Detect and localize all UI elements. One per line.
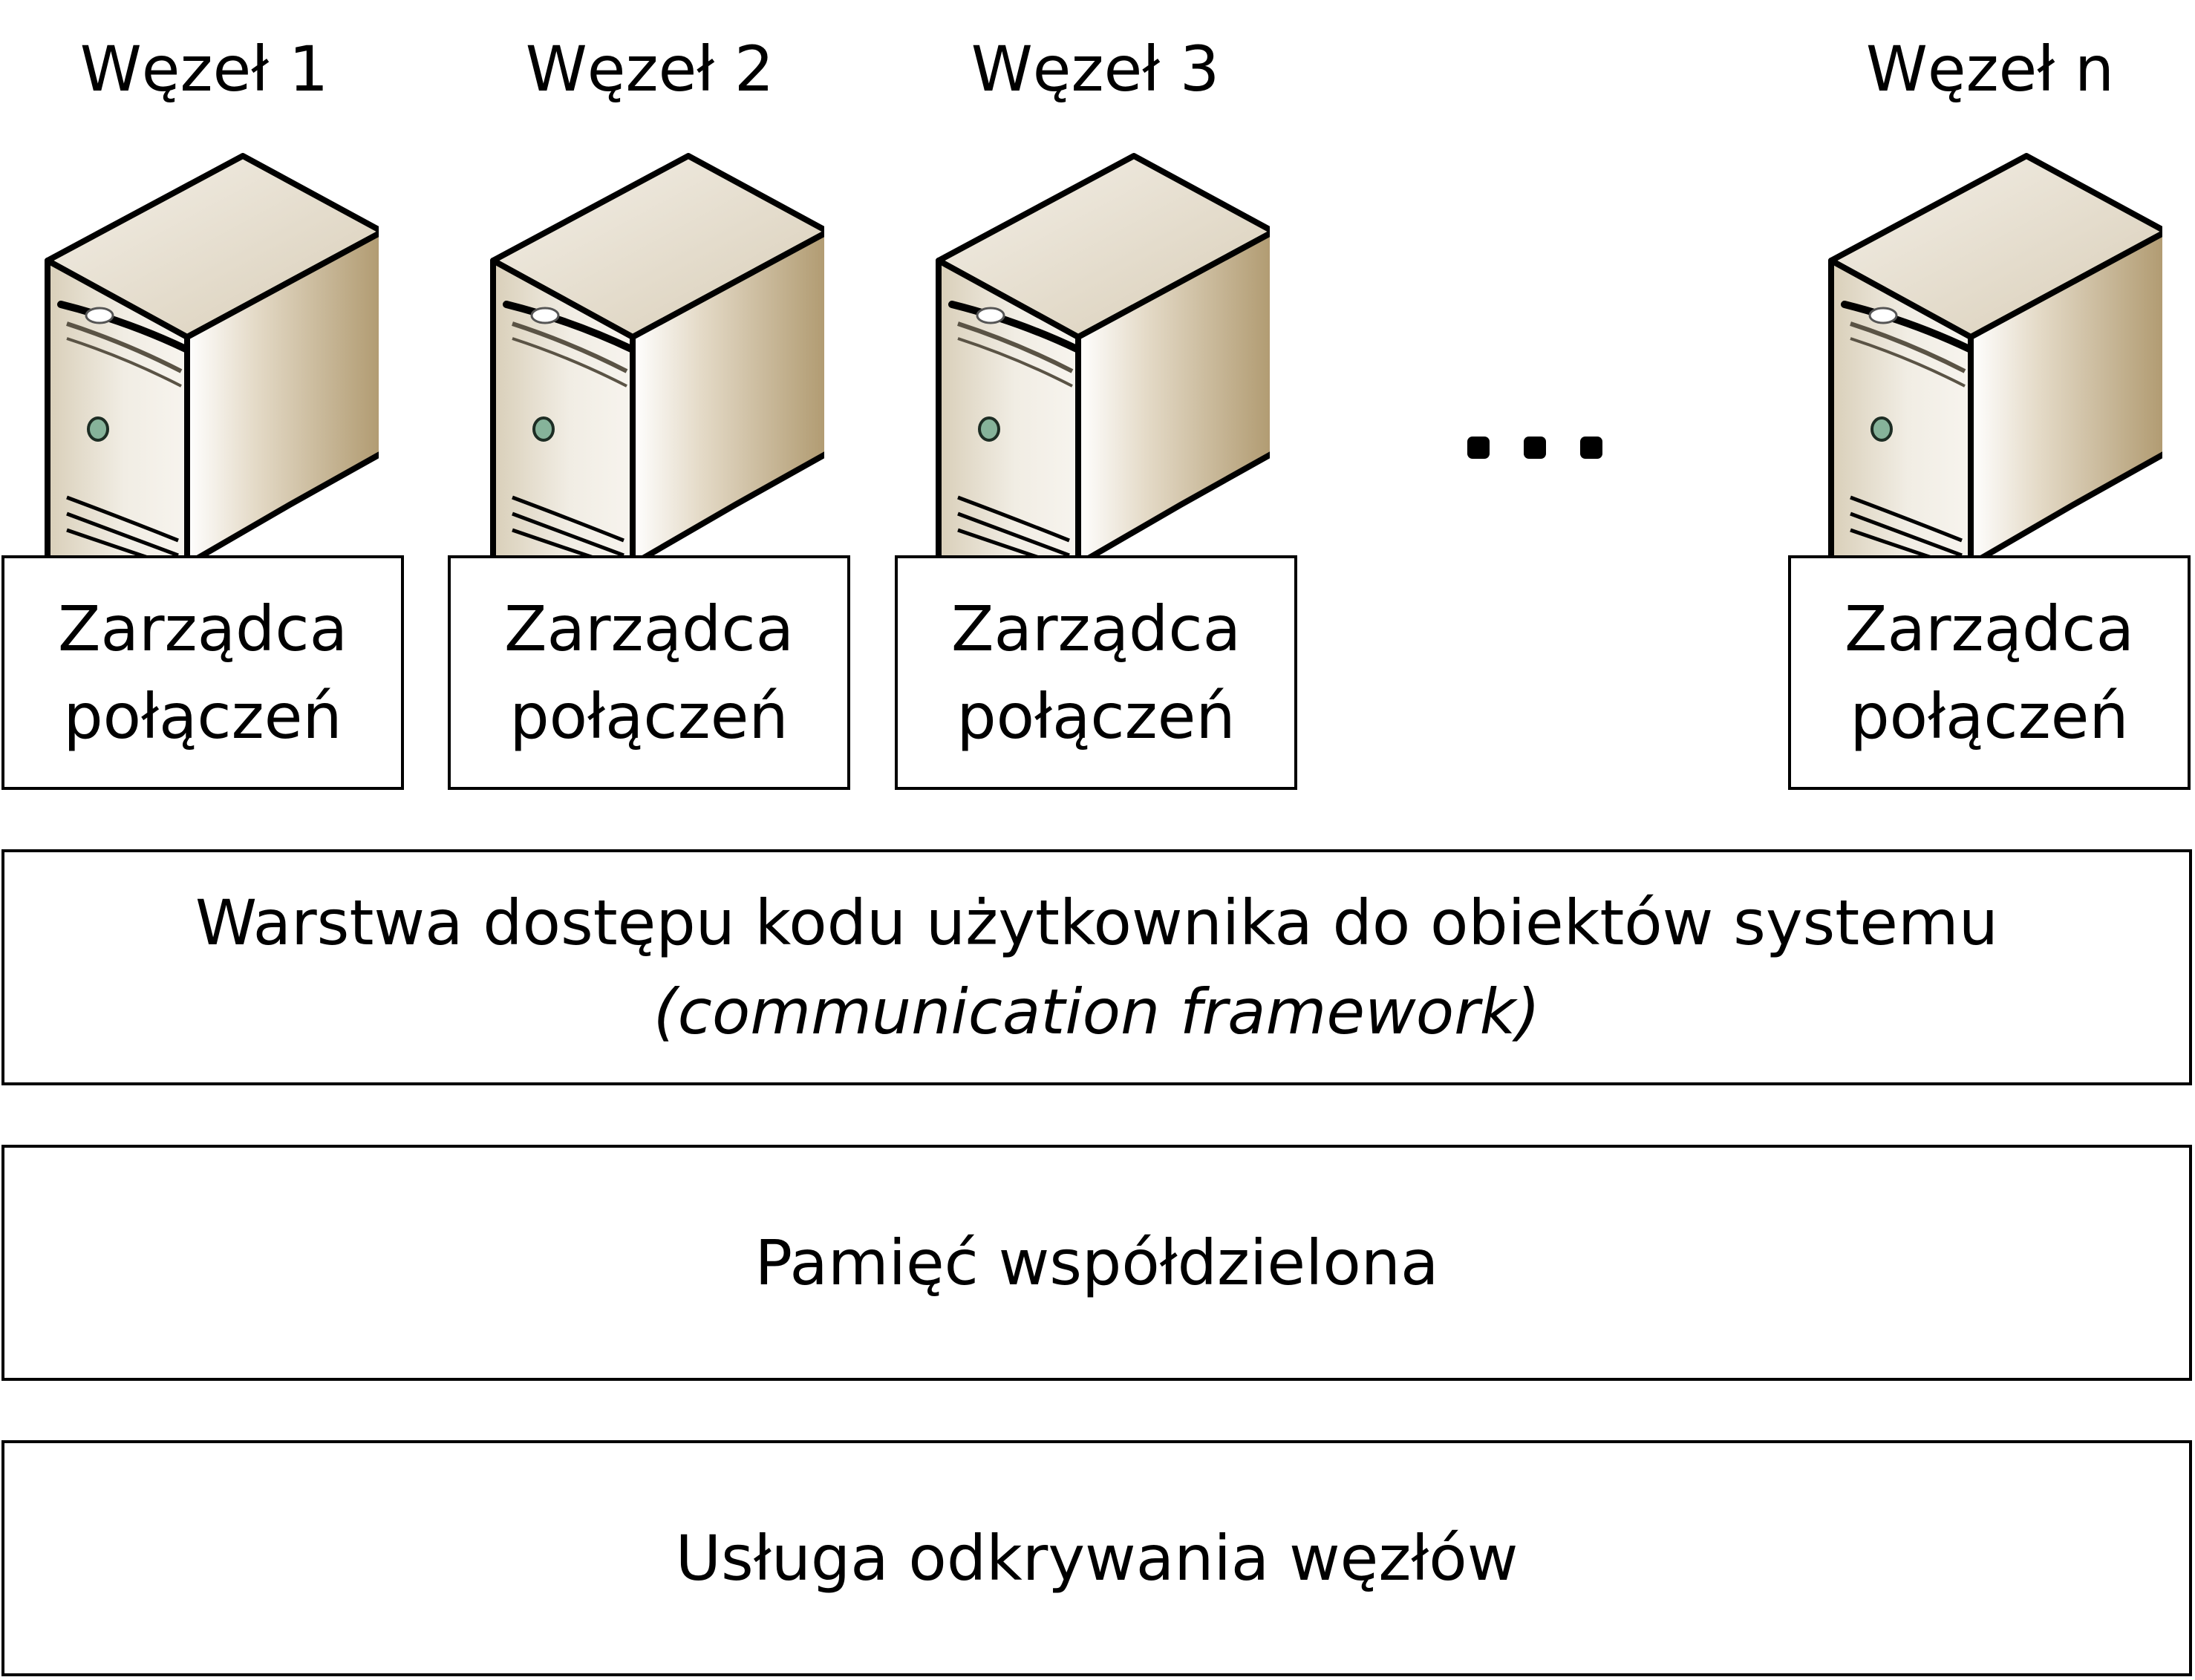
shared-memory-label: Pamięć współdzielona (754, 1226, 1439, 1299)
node-2-title: Węzeł 2 (525, 33, 774, 105)
ellipsis-dot (1467, 437, 1490, 459)
ellipsis-dot (1580, 437, 1602, 459)
server-2-icon (490, 148, 824, 564)
connection-manager-n-line1: Zarządca (1844, 592, 2135, 665)
connection-manager-1-line1: Zarządca (57, 592, 348, 665)
node-n-title: Węzeł n (1865, 33, 2115, 105)
more-nodes-ellipsis (1455, 431, 1619, 468)
connection-manager-2: Zarządca połączeń (448, 555, 850, 790)
server-1-icon (45, 148, 379, 564)
node-discovery-label: Usługa odkrywania węzłów (675, 1522, 1519, 1595)
node-1-title: Węzeł 1 (79, 33, 329, 105)
access-layer-subtitle: (communication framework) (653, 975, 1541, 1048)
connection-manager-1: Zarządca połączeń (1, 555, 404, 790)
connection-manager-1-line2: połączeń (63, 680, 342, 753)
connection-manager-3-line1: Zarządca (950, 592, 1242, 665)
shared-memory-layer: Pamięć współdzielona (1, 1145, 2192, 1381)
ellipsis-dot (1524, 437, 1546, 459)
server-n-icon (1828, 148, 2162, 564)
connection-manager-n: Zarządca połączeń (1788, 555, 2191, 790)
node-discovery-layer: Usługa odkrywania węzłów (1, 1440, 2192, 1676)
connection-manager-2-line2: połączeń (509, 680, 789, 753)
connection-manager-3: Zarządca połączeń (895, 555, 1297, 790)
connection-manager-2-line1: Zarządca (503, 592, 795, 665)
server-3-icon (936, 148, 1270, 564)
node-3-title: Węzeł 3 (971, 33, 1220, 105)
user-code-access-layer: Warstwa dostępu kodu użytkownika do obie… (1, 849, 2192, 1085)
connection-manager-3-line2: połączeń (956, 680, 1236, 753)
access-layer-title: Warstwa dostępu kodu użytkownika do obie… (195, 886, 1998, 959)
connection-manager-n-line2: połączeń (1850, 680, 2129, 753)
